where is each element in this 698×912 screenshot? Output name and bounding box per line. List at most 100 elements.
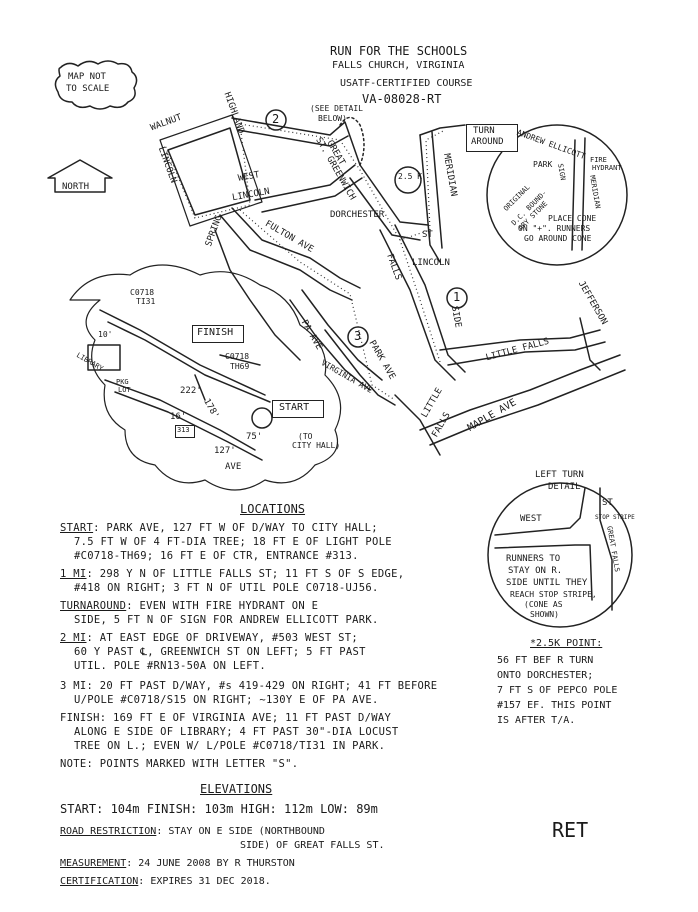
- measurement-label: MEASUREMENT: [60, 858, 127, 869]
- loc-mi2-2: 60 Y PAST ℄, GREENWICH ST ON LEFT; 5 FT …: [74, 646, 366, 658]
- certification-line: USATF-CERTIFIED COURSE: [340, 78, 473, 89]
- course-title: RUN FOR THE SCHOOLS: [330, 44, 468, 58]
- street-ave: AVE: [225, 462, 242, 472]
- td-place-cone-2: ON "+". RUNNERS: [518, 224, 591, 233]
- route-great-falls-st: [379, 229, 456, 381]
- measurement-line: MEASUREMENT: 24 JUNE 2008 BY R THURSTON: [60, 858, 295, 869]
- tree-symbol: [251, 407, 273, 429]
- north-label: NORTH: [62, 182, 90, 192]
- loc-start-label: START: [60, 522, 94, 534]
- ltd-note-2: STAY ON R.: [508, 566, 563, 576]
- dim-222: 222': [180, 386, 202, 396]
- certification-line-bottom: CERTIFICATION: EXPIRES 31 DEC 2018.: [60, 876, 271, 887]
- measurement-text: : 24 JUNE 2008 BY R THURSTON: [126, 858, 295, 869]
- k25-title: *2.5K POINT:: [530, 638, 603, 649]
- loc-turn-2: SIDE, 5 FT N OF SIGN FOR ANDREW ELLICOTT…: [74, 614, 379, 626]
- turnaround-detail-circle: [486, 124, 628, 266]
- ltd-title-1: LEFT TURN: [535, 470, 584, 480]
- map-not-to-scale-cloud: [54, 60, 138, 110]
- marker-3: 3: [354, 329, 362, 343]
- loc-finish-1: FINISH: 169 FT E OF VIRGINIA AVE; 11 FT …: [60, 712, 392, 724]
- road-restriction-2: SIDE) OF GREAT FALLS ST.: [240, 840, 385, 851]
- route-highland-loop: [167, 127, 251, 216]
- ltd-note-3: SIDE UNTIL THEY: [506, 578, 588, 588]
- loc-start-2: 7.5 FT W OF 4 FT-DIA TREE; 18 FT E OF LI…: [74, 536, 392, 548]
- turnaround-label-1: TURN: [473, 126, 495, 136]
- loc-turn-text-1: : EVEN WITH FIRE HYDRANT ON E: [126, 600, 319, 612]
- k25-line-5: IS AFTER T/A.: [497, 715, 576, 726]
- entrance-313: 313: [175, 425, 195, 438]
- elevations-heading: ELEVATIONS: [200, 782, 273, 796]
- pole-ti31: TI31: [136, 297, 156, 306]
- north-arrow-outline: [47, 159, 113, 193]
- route-fulton-ave: [219, 214, 353, 301]
- certification-text: : EXPIRES 31 DEC 2018.: [138, 876, 271, 887]
- lot-label: LOT: [118, 386, 131, 394]
- ltd-title-2: DETAIL: [548, 482, 581, 492]
- certification-label: CERTIFICATION: [60, 876, 139, 887]
- ltd-stop-stripe: STOP STRIPE: [595, 514, 635, 521]
- finish-box: FINISH: [192, 325, 244, 343]
- loc-mi2-3: UTIL. POLE #RN13-50A ON LEFT.: [74, 660, 267, 672]
- marker-1: 1: [453, 290, 461, 304]
- ltd-note-1: RUNNERS TO: [506, 554, 561, 564]
- ltd-west: WEST: [520, 514, 542, 524]
- start-label: START: [279, 402, 310, 413]
- route-pa-ave: [289, 299, 371, 391]
- loc-turn-label: TURNAROUND: [60, 600, 127, 612]
- marker-2: 2: [272, 112, 280, 126]
- dim-16: 16': [170, 412, 187, 422]
- map-not-to-scale-label-2: TO SCALE: [66, 84, 110, 94]
- park-cloud: [69, 264, 342, 491]
- ltd-note-6: SHOWN): [530, 610, 559, 619]
- loc-finish-3: TREE ON L.; EVEN W/ L/POLE #C0718/TI31 I…: [74, 740, 386, 752]
- street-lincoln-right: LINCOLN: [412, 258, 450, 268]
- ltd-st: ST: [602, 498, 613, 508]
- pole-co718-2: C0718: [225, 352, 250, 361]
- route-little-falls-st: [439, 329, 601, 351]
- entrance-313-label: 313: [177, 426, 190, 434]
- ltd-note-4: REACH STOP STRIPE,: [510, 590, 597, 599]
- street-dorchester: DORCHESTER: [330, 210, 385, 220]
- course-location: FALLS CHURCH, VIRGINIA: [332, 60, 465, 71]
- street-st: ST: [422, 230, 433, 240]
- loc-mi3-2: U/POLE #C0718/S15 ON RIGHT; ~130Y E OF P…: [74, 694, 379, 706]
- loc-mi1-2: #418 ON RIGHT; 3 FT N OF UTIL POLE C0718…: [74, 582, 379, 594]
- loc-mi2-label: 2 MI: [60, 632, 87, 644]
- turnaround-label-2: AROUND: [471, 137, 504, 147]
- td-place-cone-1: PLACE CONE: [548, 214, 597, 223]
- pole-th69: TH69: [230, 362, 250, 371]
- td-place-cone-3: GO AROUND CONE: [524, 234, 592, 243]
- turnaround-box: TURN AROUND: [466, 124, 518, 152]
- td-fire: FIRE: [590, 156, 607, 164]
- loc-mi2-text-1: : AT EAST EDGE OF DRIVEWAY, #503 WEST ST…: [86, 632, 358, 644]
- marker-2-circle: [265, 109, 287, 131]
- dim-127: 127': [214, 446, 236, 456]
- loc-mi3-1: 3 MI: 20 FT PAST D/WAY, #s 419-429 ON RI…: [60, 680, 438, 692]
- see-detail-1: (SEE DETAIL: [310, 104, 363, 113]
- dim-75: 75': [246, 432, 263, 442]
- k25-line-3: 7 FT S OF PEPCO POLE: [497, 685, 618, 696]
- road-restriction-1: ROAD RESTRICTION: STAY ON E SIDE (NORTHB…: [60, 826, 325, 837]
- k25-line-1: 56 FT BEF R TURN: [497, 655, 594, 666]
- dim-10: 10': [98, 330, 113, 339]
- course-dotted-line: [164, 123, 446, 401]
- signature-initials: RET: [552, 818, 589, 842]
- ltd-note-5: (CONE AS: [524, 600, 563, 609]
- route-west-st: [231, 117, 361, 166]
- pole-co718-1: C0718: [130, 288, 155, 297]
- loc-mi1-text-1: : 298 Y N OF LITTLE FALLS ST; 11 FT S OF…: [86, 568, 405, 580]
- finish-label: FINISH: [197, 327, 234, 338]
- k25-line-2: ONTO DORCHESTER;: [497, 670, 594, 681]
- map-not-to-scale-label: MAP NOT: [68, 72, 106, 82]
- loc-mi1-1: 1 MI: 298 Y N OF LITTLE FALLS ST; 11 FT …: [60, 568, 404, 580]
- locations-heading: LOCATIONS: [240, 502, 306, 516]
- course-id: VA-08028-RT: [362, 92, 442, 106]
- loc-start-1: START: PARK AVE, 127 FT W OF D/WAY TO CI…: [60, 522, 378, 534]
- route-maple-ave: [419, 354, 621, 431]
- td-hydrant: HYDRANT: [592, 164, 622, 172]
- elevations-line: START: 104m FINISH: 103m HIGH: 112m LOW:…: [60, 802, 378, 816]
- k25-line-4: #157 EF. THIS POINT: [497, 700, 612, 711]
- library-building: [87, 344, 121, 371]
